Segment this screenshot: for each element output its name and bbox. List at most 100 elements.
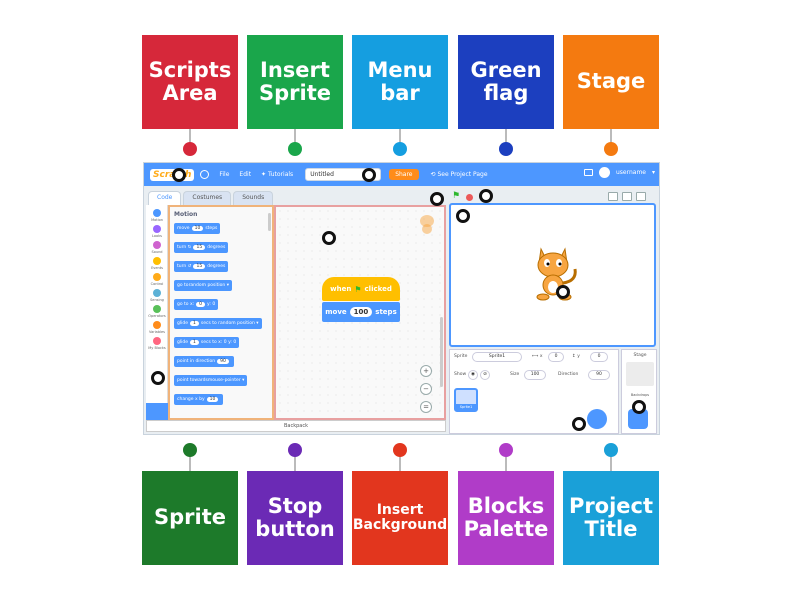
drop-target-project-title[interactable] xyxy=(362,168,376,182)
block-text: go to x: xyxy=(177,302,195,307)
size-input[interactable]: 100 xyxy=(524,370,546,380)
block-input[interactable]: 10 xyxy=(191,226,204,231)
drop-target-scripts-area[interactable] xyxy=(322,231,336,245)
label-connector xyxy=(189,452,191,471)
edit-menu[interactable]: Edit xyxy=(239,171,252,178)
y-input[interactable]: 0 xyxy=(590,352,608,362)
block-input[interactable]: 10 xyxy=(206,397,219,402)
stage[interactable] xyxy=(449,203,656,347)
label-green-flag[interactable]: Green flag xyxy=(458,35,554,129)
fullscreen-icon[interactable] xyxy=(636,192,646,201)
category-sensing[interactable]: Sensing xyxy=(148,289,166,302)
block-input[interactable]: 1 xyxy=(189,321,199,326)
category-looks[interactable]: Looks xyxy=(148,225,166,238)
see-project-page-button[interactable]: ⟲ See Project Page xyxy=(431,171,488,178)
block-input[interactable]: 0 xyxy=(196,302,206,307)
choose-sprite-button[interactable] xyxy=(587,409,607,429)
file-menu[interactable]: File xyxy=(219,171,230,178)
scratch-cat-sprite[interactable] xyxy=(531,245,581,305)
label-insert-background[interactable]: Insert Background xyxy=(352,471,448,565)
show-label: Show xyxy=(454,372,467,377)
category-motion[interactable]: Motion xyxy=(148,209,166,222)
backdrops-label: Backdrops xyxy=(630,393,650,397)
label-blocks-palette[interactable]: Blocks Palette xyxy=(458,471,554,565)
scripts-area[interactable]: when ⚑ clicked move 100 steps + − = xyxy=(274,205,446,420)
label-sprite[interactable]: Sprite xyxy=(142,471,238,565)
large-stage-icon[interactable] xyxy=(622,192,632,201)
show-visible-icon[interactable]: ◉ xyxy=(468,370,478,380)
label-stop-button[interactable]: Stop button xyxy=(247,471,343,565)
refresh-icon: ⟲ xyxy=(430,171,436,178)
block-input[interactable]: 90 xyxy=(217,359,229,364)
show-hidden-icon[interactable]: ⊘ xyxy=(480,370,490,380)
drop-target-sprite[interactable] xyxy=(556,285,570,299)
tutorials-menu[interactable]: ✦ Tutorials xyxy=(261,171,293,178)
scripts-scrollbar[interactable] xyxy=(440,317,443,387)
drop-target-insert-sprite[interactable] xyxy=(572,417,586,431)
drop-target-menu-bar[interactable] xyxy=(172,168,186,182)
category-operators[interactable]: Operators xyxy=(148,305,166,318)
zoom-reset-icon[interactable]: = xyxy=(420,401,432,413)
category-sound[interactable]: Sound xyxy=(148,241,166,254)
category-control[interactable]: Control xyxy=(148,273,166,286)
stage-toolbar: ⚑ xyxy=(434,190,654,204)
block-input[interactable]: 1 xyxy=(189,340,199,345)
tab-code[interactable]: Code xyxy=(148,191,182,205)
stop-button[interactable] xyxy=(466,194,473,201)
category-my-blocks[interactable]: My Blocks xyxy=(148,337,166,350)
avatar[interactable] xyxy=(598,167,610,178)
my-stuff-folder-icon[interactable] xyxy=(583,169,593,176)
menu-bar: Scratch File Edit ✦ Tutorials Untitled S… xyxy=(144,163,659,186)
label-stage[interactable]: Stage xyxy=(563,35,659,129)
label-text: Insert Background xyxy=(352,501,448,533)
label-project-title[interactable]: Project Title xyxy=(563,471,659,565)
sprite-name-input[interactable]: Sprite1 xyxy=(472,352,522,362)
drop-target-stage[interactable] xyxy=(456,209,470,223)
block-input[interactable]: 15 xyxy=(193,264,206,269)
direction-input[interactable]: 90 xyxy=(588,370,610,380)
move-steps-block[interactable]: move 100 steps xyxy=(322,302,400,322)
label-insert-sprite[interactable]: Insert Sprite xyxy=(247,35,343,129)
category-events[interactable]: Events xyxy=(148,257,166,270)
share-button[interactable]: Share xyxy=(389,169,419,180)
palette-scrollbar[interactable] xyxy=(268,213,271,231)
drop-target-stop-button[interactable] xyxy=(479,189,493,203)
username-label[interactable]: username xyxy=(615,169,646,176)
drop-target-insert-background[interactable] xyxy=(632,400,646,414)
category-variables[interactable]: Variables xyxy=(148,321,166,334)
stage-thumbnail[interactable] xyxy=(626,362,654,386)
sprite-thumbnail[interactable]: Sprite1 xyxy=(454,388,478,412)
add-extension-button[interactable] xyxy=(146,403,168,421)
zoom-out-icon[interactable]: − xyxy=(420,383,432,395)
small-stage-icon[interactable] xyxy=(608,192,618,201)
move-steps-input[interactable]: 100 xyxy=(349,307,373,317)
size-label: Size xyxy=(510,372,520,377)
choose-backdrop-button[interactable] xyxy=(628,409,648,429)
drop-target-green-flag[interactable] xyxy=(430,192,444,206)
label-anchor-dot xyxy=(288,142,302,156)
label-menu-bar[interactable]: Menu bar xyxy=(352,35,448,129)
green-flag-button[interactable]: ⚑ xyxy=(452,191,461,201)
tab-costumes[interactable]: Costumes xyxy=(183,191,232,205)
when-flag-clicked-block[interactable]: when ⚑ clicked xyxy=(322,277,400,301)
backpack-bar[interactable]: Backpack xyxy=(146,420,446,432)
zoom-in-icon[interactable]: + xyxy=(420,365,432,377)
block-input[interactable]: 15 xyxy=(193,245,206,250)
globe-icon[interactable] xyxy=(200,170,210,179)
chevron-down-icon[interactable]: ▾ xyxy=(651,169,655,176)
drop-target-blocks-palette[interactable] xyxy=(151,371,165,385)
tab-sounds[interactable]: Sounds xyxy=(233,191,274,205)
label-scripts-area[interactable]: Scripts Area xyxy=(142,35,238,129)
x-input[interactable]: 0 xyxy=(548,352,564,362)
